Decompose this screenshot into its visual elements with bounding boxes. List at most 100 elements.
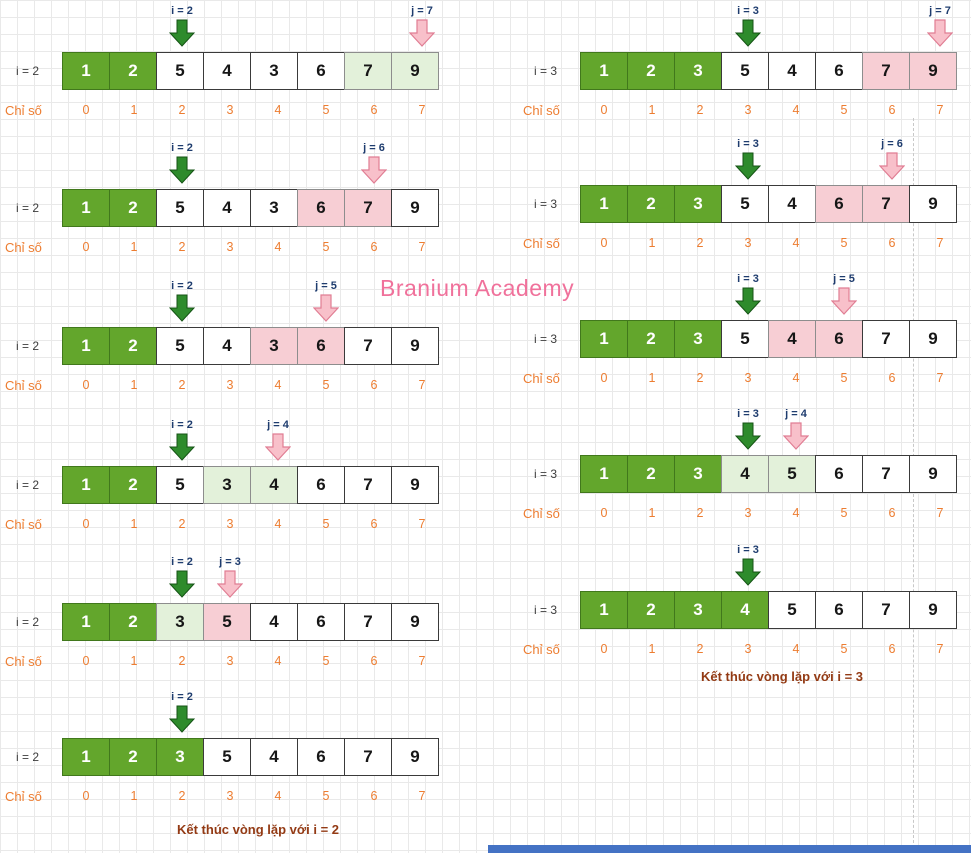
i-arrow: i = 2 [150, 691, 214, 733]
index-number: 6 [888, 103, 896, 117]
array-cell: 9 [391, 189, 439, 227]
i-arrow: i = 2 [150, 280, 214, 322]
index-number: 6 [888, 506, 896, 520]
array-cell: 3 [156, 603, 204, 641]
array-cell: 1 [62, 327, 110, 365]
loop-end-text-i2: Kết thúc vòng lặp với i = 2 [176, 822, 340, 837]
array-cell: 2 [109, 603, 157, 641]
index-number: 5 [840, 642, 848, 656]
j-arrow-label: j = 5 [833, 273, 855, 285]
array-cell: 4 [250, 603, 298, 641]
index-number: 6 [888, 642, 896, 656]
j-arrow-icon [879, 152, 905, 180]
array-cell: 1 [62, 738, 110, 776]
j-arrow-label: j = 6 [881, 138, 903, 150]
index-number: 5 [840, 371, 848, 385]
array-cell: 5 [156, 52, 204, 90]
watermark-text: Branium Academy [380, 275, 575, 301]
array-cell: 3 [250, 327, 298, 365]
index-number: 7 [418, 240, 426, 254]
i-arrow-icon [735, 19, 761, 47]
i-arrow-label: i = 3 [737, 408, 759, 420]
array-cell: 4 [250, 738, 298, 776]
j-arrow: j = 5 [812, 273, 876, 315]
row-label: i = 2 [16, 478, 40, 492]
array-cell: 1 [580, 455, 628, 493]
index-number: 3 [744, 506, 752, 520]
array-cell: 1 [62, 52, 110, 90]
array-cell: 3 [674, 320, 722, 358]
array-cell: 9 [391, 466, 439, 504]
i-arrow-icon [169, 705, 195, 733]
i-arrow-label: i = 3 [737, 138, 759, 150]
i-arrow-icon [735, 152, 761, 180]
array-cell: 2 [109, 327, 157, 365]
index-number: 0 [82, 378, 90, 392]
i-arrow-label: i = 2 [171, 556, 193, 568]
j-arrow-label: j = 7 [929, 5, 951, 17]
index-number: 4 [274, 378, 282, 392]
index-number: 5 [322, 789, 330, 803]
i-arrow-label: i = 2 [171, 142, 193, 154]
index-number: 7 [936, 103, 944, 117]
array-cell: 5 [721, 185, 769, 223]
index-number: 4 [792, 371, 800, 385]
array-cell: 5 [203, 738, 251, 776]
index-number: 3 [226, 240, 234, 254]
array-cell: 4 [203, 52, 251, 90]
index-number: 5 [322, 654, 330, 668]
i-arrow-label: i = 2 [171, 5, 193, 17]
index-number: 0 [82, 517, 90, 531]
i-arrow-icon [169, 433, 195, 461]
index-number: 2 [696, 103, 704, 117]
array-cell: 5 [156, 327, 204, 365]
index-number: 4 [792, 506, 800, 520]
array-cell: 2 [627, 52, 675, 90]
index-number: 2 [178, 240, 186, 254]
i-arrow: i = 3 [716, 5, 780, 47]
array-cell: 9 [909, 591, 957, 629]
array-cell: 6 [815, 185, 863, 223]
array-cell: 4 [250, 466, 298, 504]
array-cell: 2 [627, 591, 675, 629]
array-cell: 1 [580, 320, 628, 358]
i-arrow-label: i = 3 [737, 273, 759, 285]
array-cell: 7 [862, 185, 910, 223]
index-number: 0 [600, 506, 608, 520]
array-cell: 6 [815, 320, 863, 358]
array-cell: 6 [297, 603, 345, 641]
i-arrow: i = 2 [150, 5, 214, 47]
array-cell: 1 [580, 52, 628, 90]
index-number: 3 [226, 789, 234, 803]
array-cell: 5 [721, 52, 769, 90]
i-arrow-label: i = 3 [737, 5, 759, 17]
array-cell: 6 [297, 466, 345, 504]
array-cell: 9 [391, 52, 439, 90]
index-number: 2 [178, 517, 186, 531]
index-caption: Chỉ số [523, 642, 560, 657]
index-number: 0 [82, 240, 90, 254]
index-number: 6 [370, 240, 378, 254]
array-cell: 1 [580, 185, 628, 223]
index-number: 3 [226, 654, 234, 668]
array-cell: 1 [62, 189, 110, 227]
j-arrow-icon [409, 19, 435, 47]
j-arrow-label: j = 7 [411, 5, 433, 17]
array-cell: 5 [768, 591, 816, 629]
array-cell: 7 [344, 738, 392, 776]
array-cell: 5 [203, 603, 251, 641]
index-number: 7 [418, 789, 426, 803]
index-number: 2 [696, 236, 704, 250]
array-cell: 1 [62, 466, 110, 504]
